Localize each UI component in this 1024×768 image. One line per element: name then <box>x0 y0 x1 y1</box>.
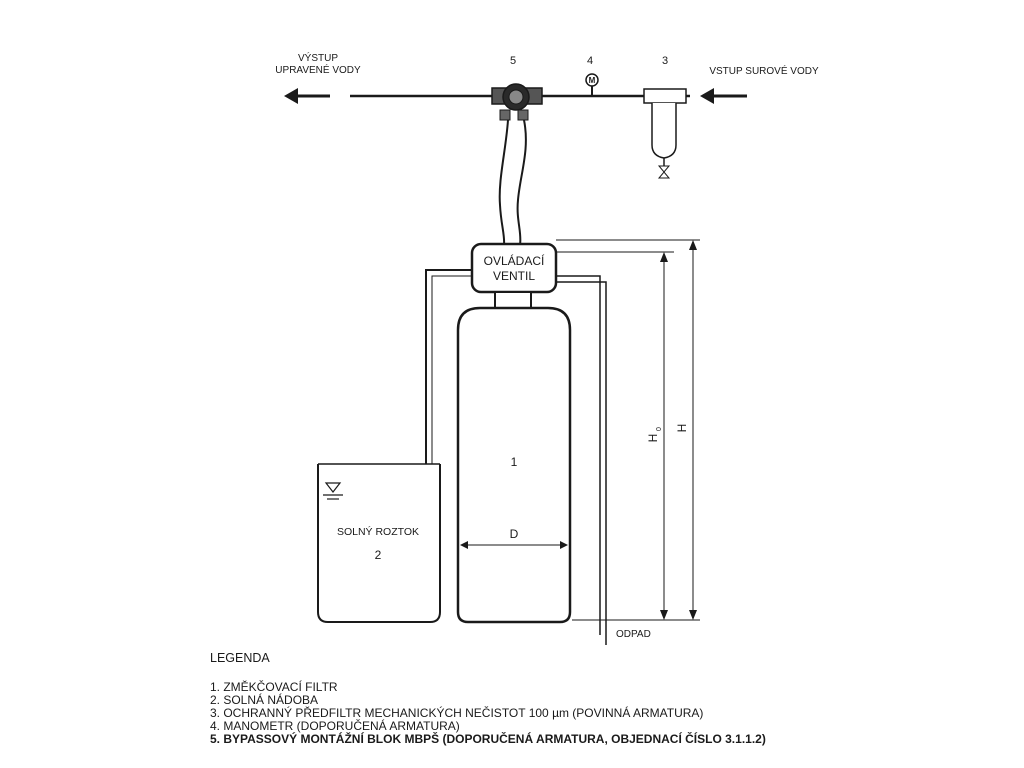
outlet-label-line1: VÝSTUP <box>298 51 338 64</box>
inlet-label: VSTUP SUROVÉ VODY <box>709 64 819 77</box>
svg-text:0: 0 <box>656 427 663 431</box>
control-valve-label-line1: OVLÁDACÍ <box>484 253 545 268</box>
tank-number: 1 <box>511 455 518 469</box>
legend-title: LEGENDA <box>210 651 270 665</box>
outlet-label-line2: UPRAVENÉ VODY <box>275 63 361 76</box>
control-valve: OVLÁDACÍ VENTIL <box>470 242 558 294</box>
manometer: M <box>585 73 599 96</box>
number-4-label: 4 <box>587 55 593 67</box>
diameter-label: D <box>510 527 519 541</box>
drain-label: ODPAD <box>616 629 651 640</box>
height-h0-label: H 0 <box>646 427 663 442</box>
svg-text:H: H <box>646 434 660 443</box>
legend-item: 2. SOLNÁ NÁDOBA <box>210 693 319 707</box>
brine-number: 2 <box>375 548 382 562</box>
legend-item: 3. OCHRANNÝ PŘEDFILTR MECHANICKÝCH NEČIS… <box>210 706 704 720</box>
brine-tank: SOLNÝ ROZTOK 2 <box>317 463 441 623</box>
gauge-letter: M <box>589 76 596 85</box>
legend-item: 1. ZMĚKČOVACÍ FILTR <box>210 680 338 694</box>
height-h-label: H <box>675 424 689 433</box>
softener-tank: 1 D <box>456 306 572 624</box>
brine-solution-label: SOLNÝ ROZTOK <box>337 525 419 538</box>
number-5-label: 5 <box>510 55 516 67</box>
prefilter <box>643 88 687 179</box>
inlet-arrow <box>700 88 747 104</box>
outlet-arrow <box>284 88 330 104</box>
control-valve-label-line2: VENTIL <box>493 269 535 283</box>
legend: LEGENDA 1. ZMĚKČOVACÍ FILTR 2. SOLNÁ NÁD… <box>210 652 766 746</box>
bypass-block <box>491 83 543 121</box>
svg-text:H: H <box>675 424 689 433</box>
drain-line-outer <box>556 281 607 645</box>
height-dimensions <box>556 239 700 621</box>
legend-item: 5. BYPASSOVÝ MONTÁŽNÍ BLOK MBPŠ (DOPORUČ… <box>210 732 766 746</box>
number-3-label: 3 <box>662 55 668 67</box>
legend-item: 4. MANOMETR (DOPORUČENÁ ARMATURA) <box>210 719 460 733</box>
hoses <box>498 119 527 246</box>
drain-line <box>556 275 601 635</box>
tank-neck <box>494 291 532 309</box>
